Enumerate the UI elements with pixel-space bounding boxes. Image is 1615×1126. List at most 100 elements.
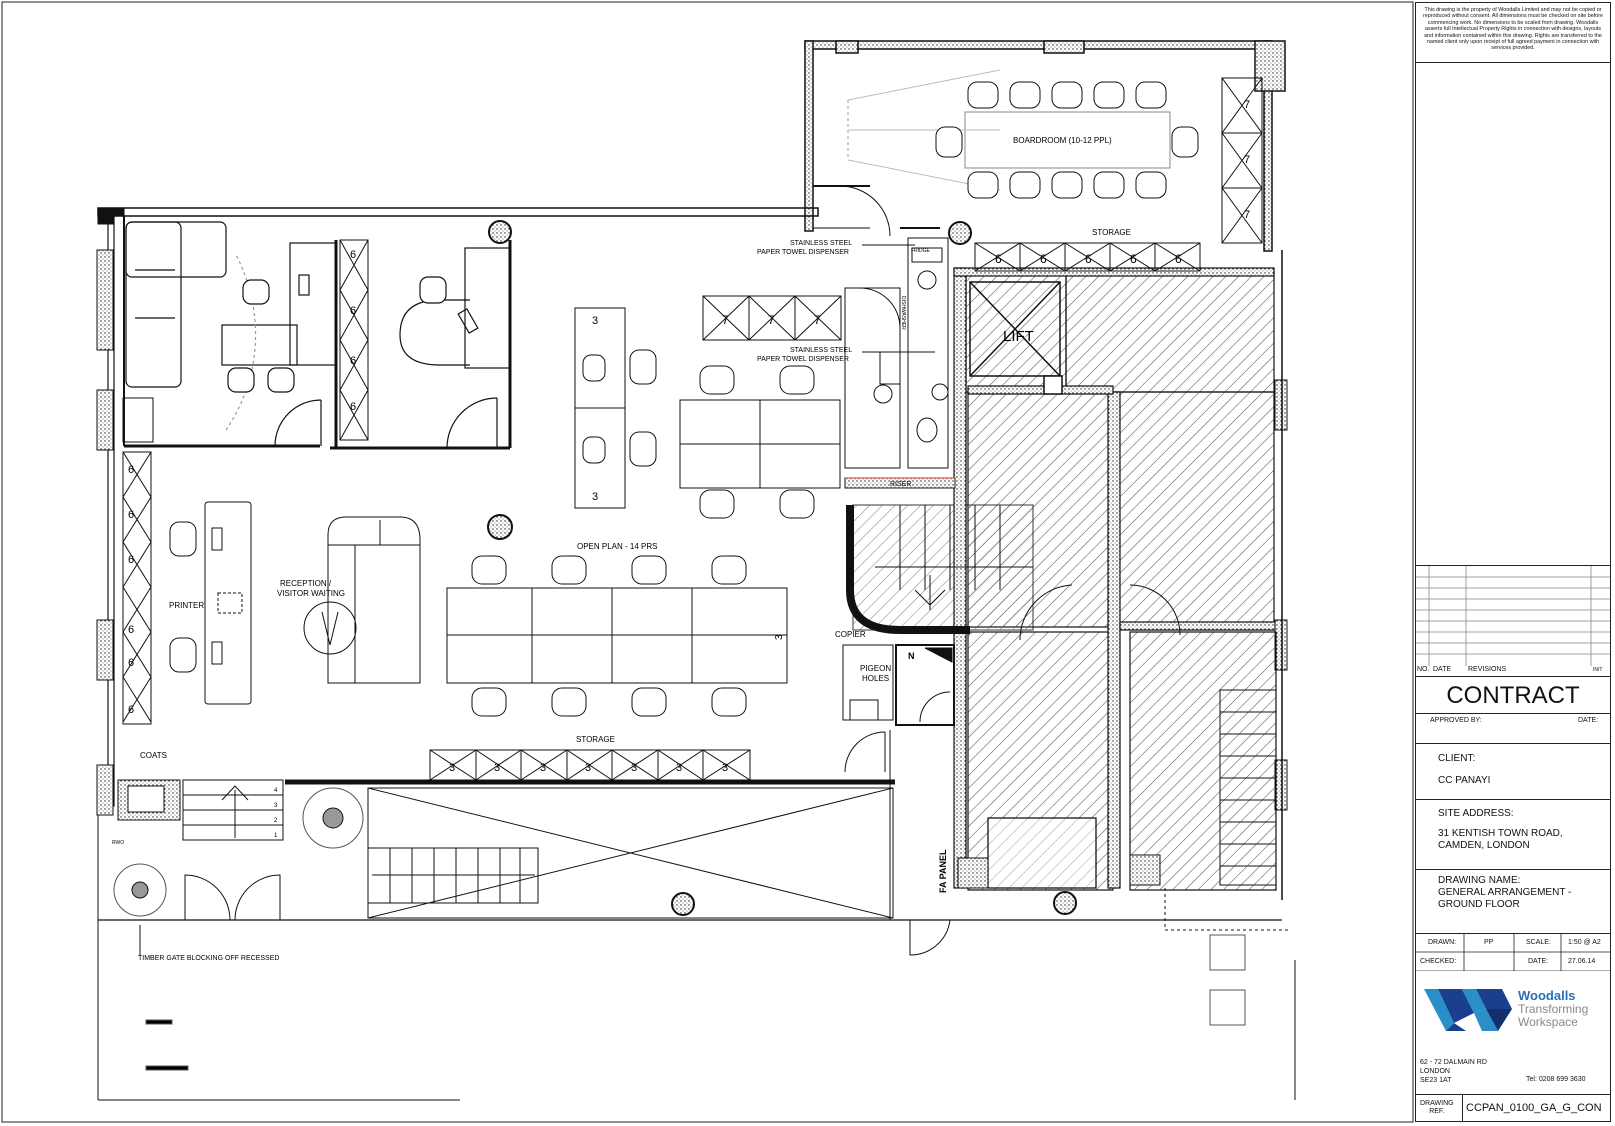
stair-step-label: 3: [274, 803, 278, 809]
reception-label-line1: RECEPTION /: [280, 579, 332, 588]
left-wall-storage-label: 6: [128, 704, 134, 716]
bottom-storage-label: 3: [540, 762, 546, 774]
svg-text:PAPER TOWEL DISPENSER: PAPER TOWEL DISPENSER: [757, 356, 849, 363]
stair-curved-wall: [846, 505, 970, 634]
desk-end-label: 3: [774, 634, 785, 640]
left-offices: [123, 216, 512, 450]
top-storage: [974, 242, 1201, 272]
company-name: Woodalls: [1518, 988, 1576, 1003]
office-chairs: [227, 276, 447, 393]
checked-label: CHECKED:: [1420, 958, 1457, 965]
left-wall-storage: [122, 397, 154, 725]
date-value: 27.06.14: [1568, 958, 1596, 965]
site-address-value: 31 KENTISH TOWN ROAD, CAMDEN, LONDON: [1438, 828, 1563, 851]
bottom-storage-label: 3: [449, 762, 455, 774]
title-block: This drawing is the property of Woodalls…: [1415, 2, 1611, 1122]
hatched-areas: [852, 267, 1277, 891]
boardroom-side-storage: [1221, 77, 1263, 244]
top-storage-label: 6: [995, 252, 1002, 266]
drawn-label: DRAWN:: [1428, 939, 1457, 946]
office-cabinet-label: 6: [350, 401, 356, 413]
client-value: CC PANAYI: [1438, 775, 1491, 786]
left-wall-storage-label: 6: [128, 509, 134, 521]
drawing-name-value: GENERAL ARRANGEMENT - GROUND FLOOR: [1438, 887, 1572, 910]
approved-by-label: APPROVED BY:: [1430, 717, 1482, 724]
drawn-scale-grid: [1416, 933, 1610, 972]
kitchen-storage-label: 7: [768, 313, 775, 327]
upper-desk-chairs: [582, 349, 815, 519]
status-banner: CONTRACT: [1416, 676, 1610, 714]
scale-value: 1:50 @ A2: [1568, 939, 1601, 946]
drawing-ref-value: CCPAN_0100_GA_G_CON: [1466, 1102, 1602, 1114]
pigeon-holes-line1: PIGEON: [860, 664, 891, 673]
top-storage-label: 6: [1130, 252, 1137, 266]
company-tel: Tel: 0208 699 3630: [1526, 1076, 1586, 1083]
bottom-storage-label: 3: [676, 762, 682, 774]
lift-label: LIFT: [1003, 328, 1034, 345]
office-cabinet-label: 6: [350, 249, 356, 261]
divider: [1416, 743, 1610, 744]
status-text: CONTRACT: [1446, 682, 1580, 709]
stair-step-label: 1: [274, 833, 278, 839]
date-label: DATE:: [1528, 958, 1549, 965]
revisions-grid: [1416, 565, 1610, 666]
left-wall-storage-label: 6: [128, 657, 134, 669]
svg-text:STAINLESS STEEL: STAINLESS STEEL: [790, 347, 852, 354]
divider: [1416, 799, 1610, 800]
rev-init-header: INIT: [1593, 667, 1603, 673]
client-label: CLIENT:: [1438, 753, 1476, 764]
rwo-label: RWO: [112, 840, 124, 846]
scale-label: SCALE:: [1526, 939, 1551, 946]
dispenser-note-1: STAINLESS STEEL PAPER TOWEL DISPENSER: [757, 240, 852, 256]
printer-desk: [169, 501, 252, 705]
divider: [1416, 869, 1610, 870]
top-storage-labels: 6 6 6 6 6: [995, 252, 1182, 266]
kitchen-storage-label: 7: [814, 313, 821, 327]
lower-void: [285, 779, 895, 919]
site-markings: [145, 934, 1246, 1071]
company-address: 62 - 72 DALMAIN RD LONDON SE23 1AT: [1420, 1059, 1487, 1084]
pigeon-holes-line2: HOLES: [862, 674, 889, 683]
left-wall-storage-label: 6: [128, 464, 134, 476]
bottom-storage-label: 3: [722, 762, 728, 774]
svg-text:STAINLESS STEEL: STAINLESS STEEL: [790, 240, 852, 247]
top-storage-label: 6: [1040, 252, 1047, 266]
office-cabinet-label: 6: [350, 305, 356, 317]
boardroom-label: BOARDROOM (10-12 PPL): [1013, 136, 1112, 145]
bottom-storage-label: 3: [494, 762, 500, 774]
coats-label: COATS: [140, 751, 167, 760]
boardroom: [813, 69, 1171, 237]
desk-end-label: 3: [592, 491, 598, 503]
kitchen-storage-labels: 7 7 7: [722, 313, 821, 327]
printer-label: PRINTER: [169, 601, 204, 610]
kitchen-storage: [702, 295, 842, 341]
lift-shaft: [969, 281, 1063, 395]
dishwasher-label: DISHWASHER: [900, 296, 906, 330]
bottom-storage-label: 3: [585, 762, 591, 774]
drawing-name-label: DRAWING NAME:: [1438, 875, 1521, 886]
lower-right-stair: [1019, 584, 1290, 931]
sheet-border: [1, 1, 1414, 1123]
drawn-value: PP: [1484, 939, 1494, 946]
boardroom-side-storage-labels: 7 7 7: [1244, 99, 1250, 221]
boardroom-side-storage-label: 7: [1244, 209, 1250, 221]
left-wall-storage-label: 6: [128, 554, 134, 566]
divider: [1462, 1094, 1463, 1122]
riser-label: RISER: [890, 481, 911, 488]
stair-step-label: 2: [274, 818, 278, 824]
timber-gate-note: TIMBER GATE BLOCKING OFF RECESSED: [138, 955, 279, 962]
copier-label: COPIER: [835, 630, 866, 639]
wc-kitchen: [844, 237, 956, 489]
stair-step-label: 4: [274, 788, 278, 794]
site-address-label: SITE ADDRESS:: [1438, 808, 1514, 819]
woodalls-logo: [1424, 989, 1512, 1031]
divider: [1416, 933, 1610, 934]
approved-date-label: DATE:: [1578, 717, 1599, 724]
wc-corner: [1129, 854, 1161, 886]
top-storage-label: 6: [1085, 252, 1092, 266]
drawing-ref-label: DRAWING REF.: [1420, 1100, 1454, 1115]
copier-pigeon: [842, 644, 955, 920]
office-cabinet-labels: 6 6 6 6: [350, 249, 356, 413]
drawing-ref-row: [1416, 1094, 1610, 1122]
